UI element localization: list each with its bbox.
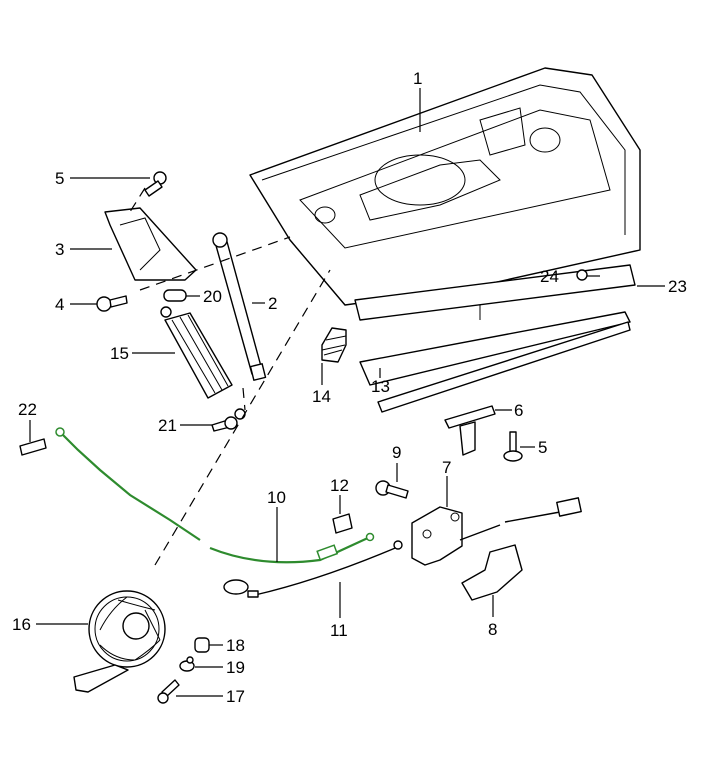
washer-nut[interactable]: [179, 656, 195, 672]
callouts: 1 2 3 4 5 5 6 7 8 9 10 11 12 13 14 15 16…: [12, 69, 687, 706]
callout-13[interactable]: 13: [371, 377, 390, 396]
hinge-bolt[interactable]: [96, 295, 128, 312]
lock-bolt[interactable]: [375, 480, 409, 499]
callout-11[interactable]: 11: [330, 621, 348, 640]
lock-bracket[interactable]: [461, 544, 523, 601]
leader-lines: [29, 88, 665, 697]
lock[interactable]: [411, 497, 582, 566]
callout-9[interactable]: 9: [392, 443, 401, 462]
callout-5-top[interactable]: 5: [55, 169, 64, 188]
callout-14[interactable]: 14: [312, 387, 331, 406]
callout-23[interactable]: 23: [668, 277, 687, 296]
callout-15[interactable]: 15: [110, 344, 129, 363]
emergency-cable[interactable]: [223, 540, 403, 598]
callout-1[interactable]: 1: [413, 69, 422, 88]
fan-screw[interactable]: [157, 679, 180, 704]
rear-lid[interactable]: [249, 67, 641, 320]
callout-10[interactable]: 10: [267, 488, 286, 507]
callout-17[interactable]: 17: [226, 687, 245, 706]
callout-8[interactable]: 8: [488, 620, 497, 639]
spoiler-drive[interactable]: [160, 306, 233, 399]
rubber-mount[interactable]: [194, 637, 210, 653]
callout-16[interactable]: 16: [12, 615, 31, 634]
callout-3[interactable]: 3: [55, 240, 64, 259]
callout-12[interactable]: 12: [330, 476, 349, 495]
callout-21[interactable]: 21: [158, 416, 177, 435]
hinge[interactable]: [104, 207, 197, 281]
callout-20[interactable]: 20: [203, 287, 222, 306]
callout-18[interactable]: 18: [226, 636, 245, 655]
gas-strut[interactable]: [212, 232, 267, 381]
spoiler-trim[interactable]: [354, 264, 636, 321]
callout-7[interactable]: 7: [442, 458, 451, 477]
release-cable[interactable]: [55, 427, 375, 564]
callout-4[interactable]: 4: [55, 295, 64, 314]
callout-6[interactable]: 6: [514, 401, 523, 420]
assembly-lines: [127, 187, 331, 566]
blower-fan[interactable]: [73, 590, 166, 693]
clip-nut[interactable]: [576, 269, 588, 281]
grommet[interactable]: [321, 327, 347, 363]
striker-bracket[interactable]: [444, 405, 496, 456]
cable-clip[interactable]: [332, 513, 353, 534]
callout-2[interactable]: 2: [268, 294, 277, 313]
callout-19[interactable]: 19: [226, 658, 245, 677]
buffer[interactable]: [163, 289, 187, 302]
strut-bolt[interactable]: [211, 408, 246, 432]
callout-22[interactable]: 22: [18, 400, 37, 419]
spoiler-seal[interactable]: [359, 311, 631, 413]
bracket-screw[interactable]: [503, 431, 523, 462]
callout-24[interactable]: 24: [540, 267, 559, 286]
callout-5-bottom[interactable]: 5: [538, 438, 547, 457]
cable-screw[interactable]: [19, 438, 47, 456]
hinge-screw[interactable]: [144, 171, 167, 197]
